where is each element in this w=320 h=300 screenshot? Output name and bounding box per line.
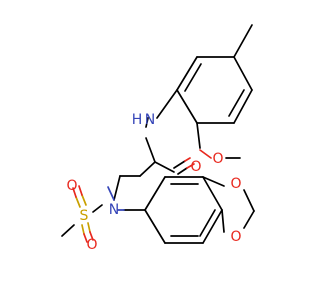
amine-n-label: N [109,202,119,218]
atom-labels: H N O O N S O O O O [66,112,241,253]
sulfur-label: S [80,208,89,224]
amide-h-label: H [132,112,143,128]
dioxole-o-top-label: O [230,176,241,192]
hetero-bond-layer [72,149,241,243]
molecule-structure: H N O O N S O O O O [61,24,255,253]
amide-n-label: N [145,112,155,128]
sulfonyl-o-bottom-label: O [86,237,97,253]
carbonyl-o-label: O [190,159,201,175]
methoxy-o-label: O [212,151,223,167]
sulfonyl-o-top-label: O [66,178,77,194]
dioxole-o-bottom-label: O [230,229,241,245]
bond-layer [61,24,255,244]
